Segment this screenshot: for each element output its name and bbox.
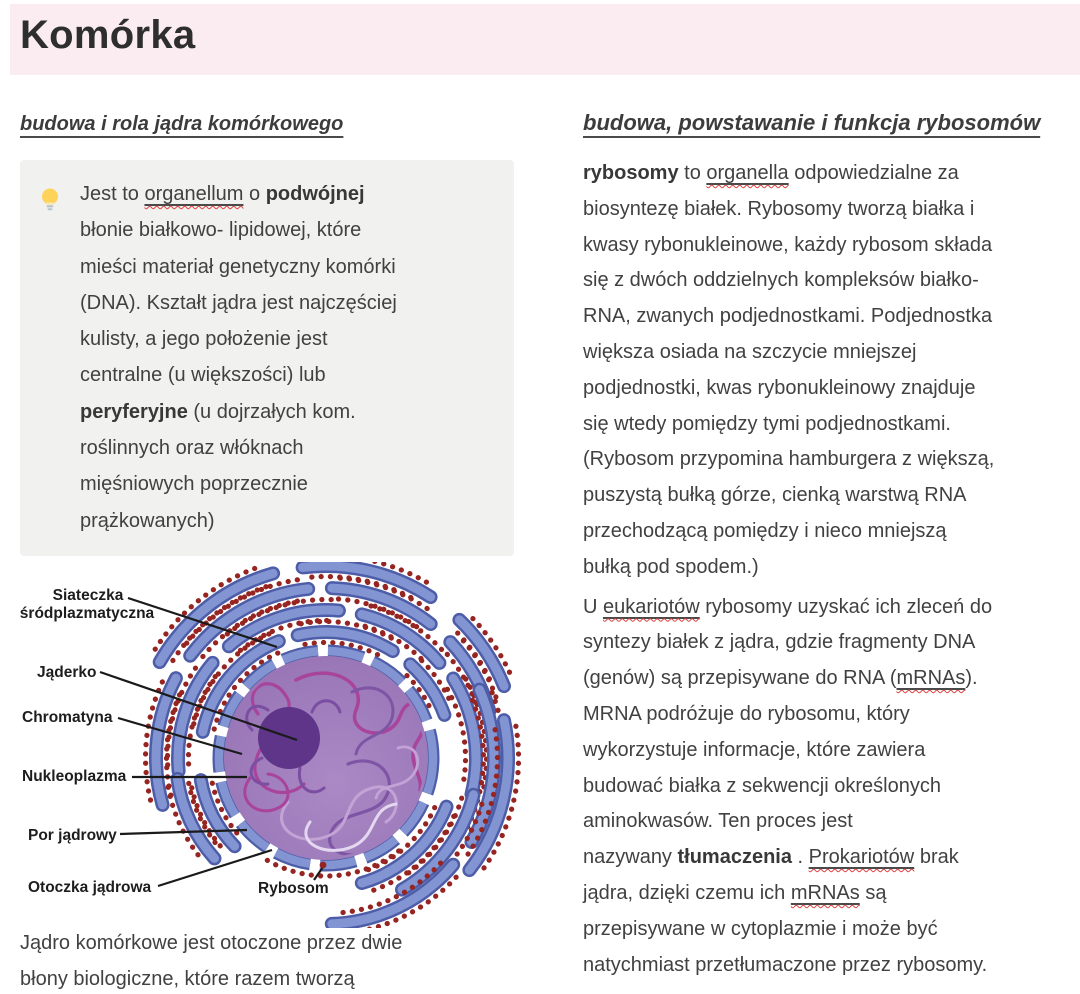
endoplasmic-reticulum-graphic [142, 552, 522, 937]
callout-block: Jest to organellum o podwójnej błonie bi… [20, 160, 514, 556]
nucleus-graphic [224, 656, 428, 860]
lightbulb-icon [38, 176, 62, 556]
diagram-leader-lines [99, 596, 324, 888]
left-section-heading: budowa i rola jądra komórkowego [20, 113, 344, 135]
ribosome-dot-pointer [319, 861, 327, 869]
diagram-label-ribosome: Rybosom [258, 880, 329, 897]
page-title: Komórka [20, 13, 196, 57]
right-paragraph-2: U eukariotów rybosomy uzyskać ich zleceń… [583, 595, 993, 976]
diagram-label-nucleolus: Jąderko [37, 664, 96, 681]
diagram-label-er-line2: śródplazmatyczna [20, 605, 155, 622]
diagram-label-envelope: Otoczka jądrowa [28, 879, 152, 896]
page-title-bar: Komórka [10, 4, 1080, 75]
right-paragraph-1: rybosomy to organella odpowiedzialne za … [583, 162, 995, 578]
envelope-ribosome-dots [257, 848, 402, 879]
chromatin-graphic [243, 671, 425, 857]
right-column: budowa, powstawanie i funkcja rybosomów … [583, 108, 1080, 983]
diagram-label-nucleoplasm: Nukleoplazma [22, 768, 127, 785]
left-paragraph: Jądro komórkowe jest otoczone przez dwie… [20, 932, 403, 990]
callout-text: Jest to organellum o podwójnej błonie bi… [80, 183, 397, 532]
right-section-heading: budowa, powstawanie i funkcja rybosomów [583, 110, 1041, 135]
diagram-label-pore: Por jądrowy [28, 827, 117, 844]
diagram-label-chromatin: Chromatyna [22, 709, 113, 726]
diagram-label-er-line1: Siateczka [53, 587, 124, 604]
left-column: budowa i rola jądra komórkowego Jest to … [20, 110, 514, 556]
nucleus-diagram: Siateczka śródplazmatyczna Jąderko Chrom… [0, 552, 545, 937]
